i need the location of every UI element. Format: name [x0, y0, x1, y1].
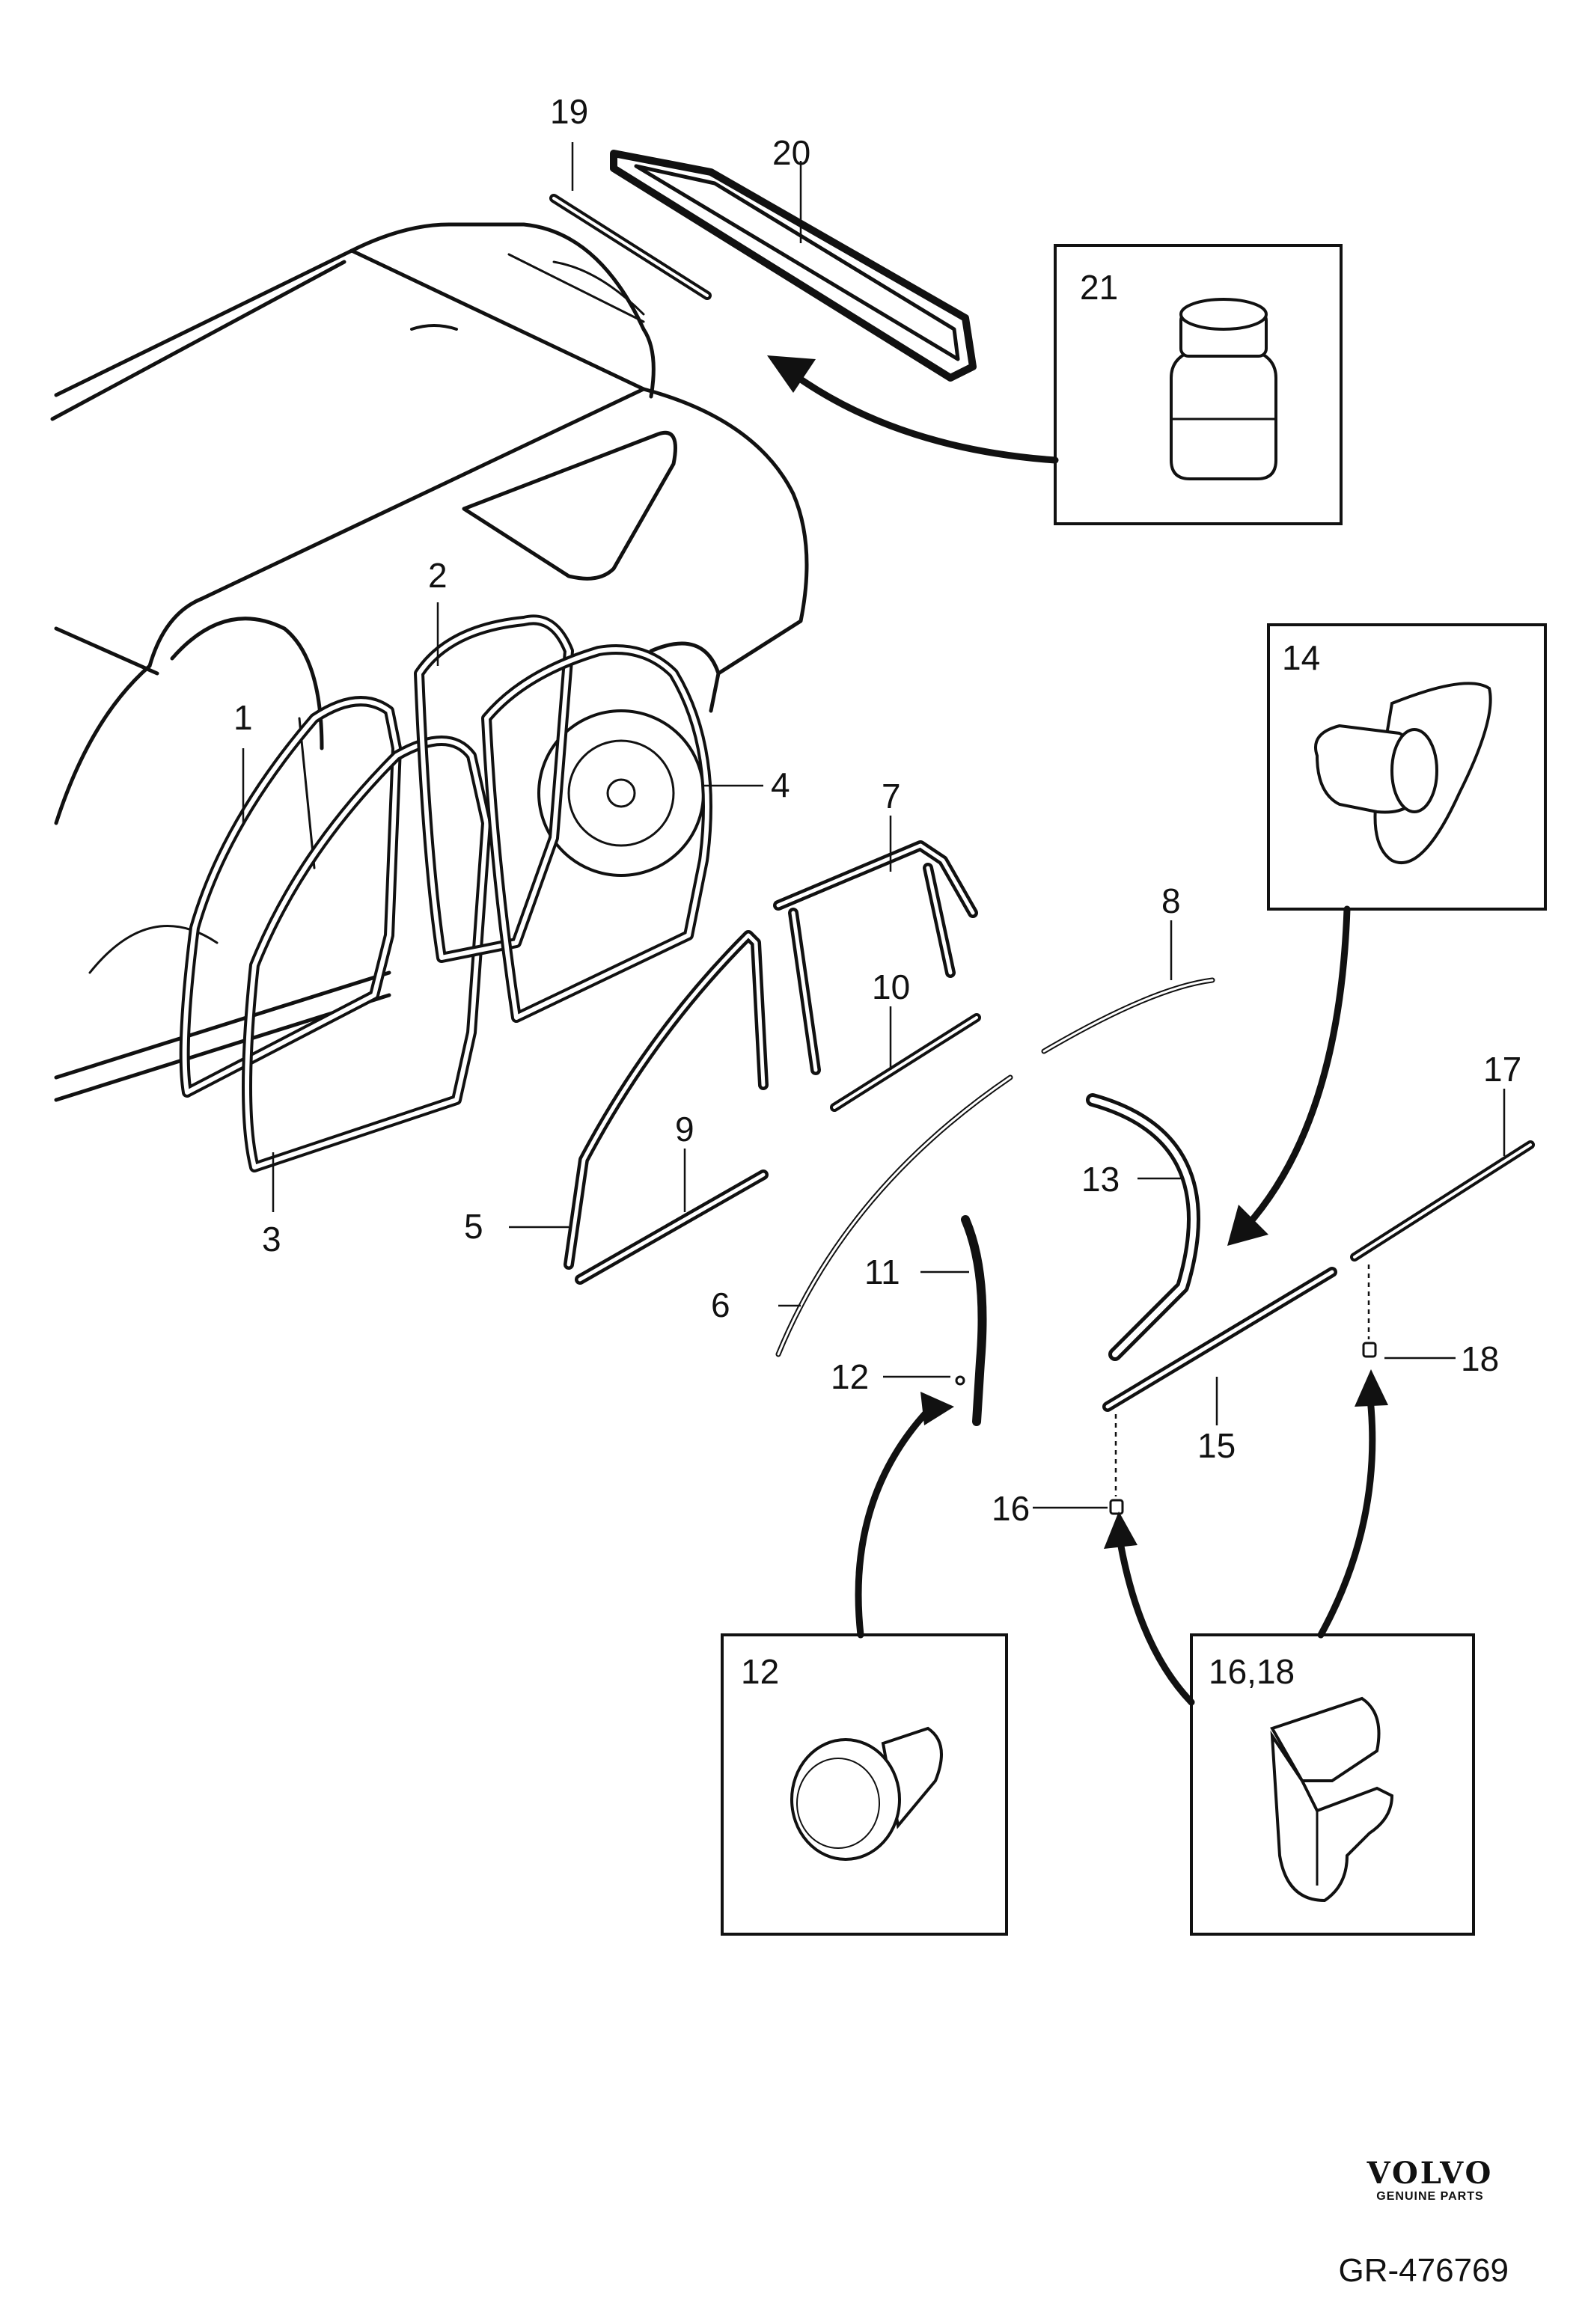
- part-13-pillar-inner: [1090, 1097, 1197, 1357]
- callout-11: 11: [864, 1253, 900, 1291]
- brand-block: VOLVO GENUINE PARTS: [1340, 2159, 1520, 2204]
- door-seal-2-inner: [417, 617, 571, 960]
- rivet-clip-icon: [790, 1726, 943, 1861]
- callout-8: 8: [1161, 881, 1181, 920]
- clips: [955, 1342, 1377, 1515]
- clip-16: [1109, 1499, 1124, 1515]
- callout-10: 10: [872, 967, 910, 1006]
- callout-18: 18: [1461, 1339, 1499, 1378]
- door-seal-1-inner: [182, 699, 399, 1095]
- callout-19: 19: [550, 92, 588, 131]
- callout-3: 3: [262, 1220, 281, 1259]
- part-8-trim-inner: [1042, 979, 1214, 1053]
- drawing-number: GR-476769: [1338, 2252, 1509, 2289]
- callout-17: 17: [1483, 1050, 1521, 1089]
- brand-tagline: GENUINE PARTS: [1376, 2190, 1484, 2203]
- part-6-trim: [775, 1074, 1013, 1357]
- callout-9: 9: [675, 1110, 694, 1149]
- callout-14: 14: [1282, 638, 1320, 677]
- part-20-seal-inner: [634, 164, 960, 361]
- callout-6: 6: [711, 1285, 730, 1324]
- callout-13: 13: [1081, 1160, 1120, 1199]
- callout-20: 20: [772, 133, 810, 172]
- mouldings: [549, 150, 1535, 1426]
- part-15-strip-inner: [1105, 1270, 1334, 1409]
- detail-box-16-18-label: 16,18: [1209, 1652, 1295, 1691]
- arrow-16-18-to-16: [1115, 1530, 1195, 1706]
- part-17-strip-inner: [1353, 1143, 1532, 1259]
- callout-15: 15: [1197, 1426, 1236, 1465]
- pointer-arrows: [790, 370, 1376, 1706]
- callout-labels: 1 2 3 4 5 6 7 8 9 10 11 12 13 14 15 16 1…: [233, 92, 1521, 1691]
- part-11-pillar: [961, 1215, 987, 1426]
- detail-box-12: [721, 1633, 1008, 1936]
- volvo-logo: VOLVO: [1366, 2156, 1494, 2191]
- push-clip-icon: [1314, 682, 1492, 865]
- detail-box-16-18: [1190, 1633, 1475, 1936]
- door-seals: [179, 614, 712, 1172]
- vehicle-body: [50, 222, 809, 1102]
- clip-12-small: [955, 1375, 965, 1386]
- detail-box-21: [1054, 244, 1343, 525]
- part-19-strip-inner: [552, 197, 709, 297]
- retainer-clip-icon: [1270, 1696, 1394, 1903]
- part-7-channel-inner: [776, 843, 975, 1072]
- arrow-16-18-to-18: [1317, 1388, 1376, 1639]
- detail-box-14: [1267, 623, 1547, 911]
- part-8-trim: [1041, 977, 1215, 1054]
- arrow-21-to-20: [790, 370, 1059, 464]
- arrow-14-to-13: [1242, 905, 1351, 1231]
- leader-lines: [242, 142, 1506, 1509]
- callout-7: 7: [882, 777, 901, 816]
- clip-18: [1362, 1342, 1377, 1358]
- callout-4: 4: [771, 765, 790, 804]
- door-seal-4: [481, 644, 712, 1023]
- arrow-12-to-11: [855, 1403, 935, 1639]
- part-10-strip-inner: [833, 1016, 978, 1109]
- callout-12: 12: [831, 1357, 869, 1396]
- callout-16: 16: [992, 1489, 1030, 1528]
- door-seal-4-inner: [484, 647, 709, 1020]
- glue-bottle-icon: [1170, 298, 1277, 480]
- detail-box-12-label: 12: [741, 1652, 779, 1691]
- arrow-heads: [767, 355, 1388, 1549]
- part-9-strip-inner: [578, 1172, 766, 1282]
- part-6-trim-inner: [777, 1076, 1012, 1356]
- door-seal-3-inner: [245, 739, 489, 1169]
- callout-2: 2: [428, 556, 448, 595]
- part-20-seal: [610, 150, 977, 382]
- part-5-channel: [564, 930, 769, 1270]
- part-13-pillar: [1086, 1093, 1200, 1361]
- detail-box-21-label: 21: [1080, 268, 1118, 307]
- callout-1: 1: [233, 698, 253, 737]
- part-5-channel-inner: [567, 933, 766, 1267]
- callout-5: 5: [464, 1207, 483, 1246]
